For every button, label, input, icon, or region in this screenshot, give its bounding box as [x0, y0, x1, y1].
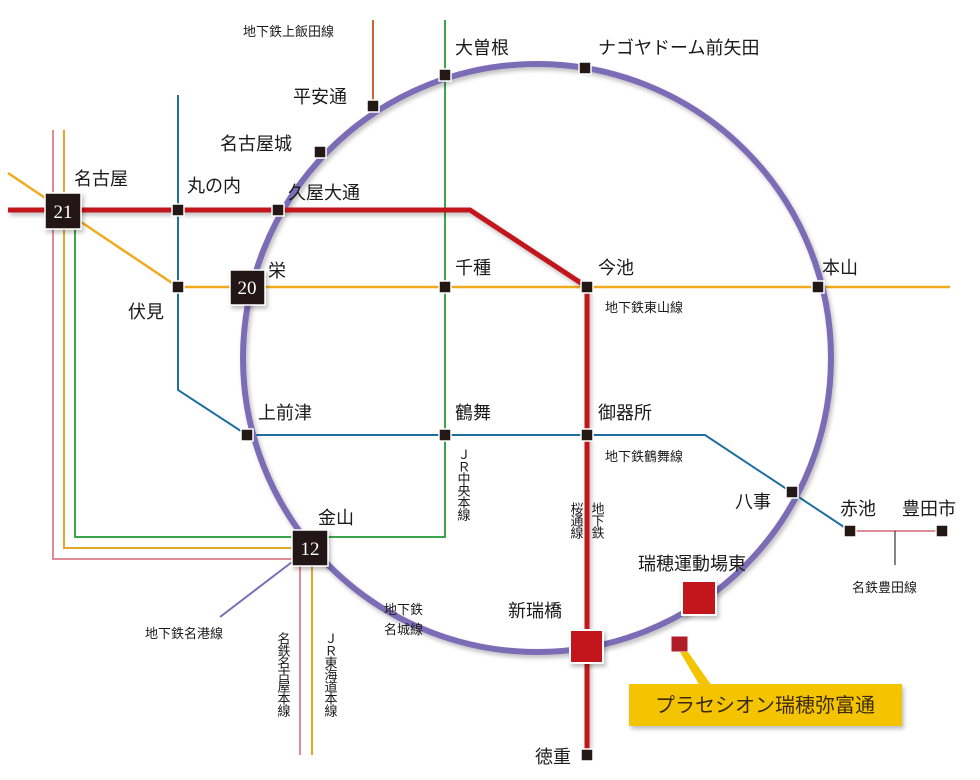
meijo-line — [240, 61, 834, 655]
station-ozone[interactable] — [438, 68, 452, 82]
label-marunouchi: 丸の内 — [187, 176, 241, 197]
label-tsurumai: 鶴舞 — [455, 403, 491, 424]
label-meijo-b: 名城線 — [384, 622, 423, 638]
label-yagoto: 八事 — [735, 492, 771, 513]
label-jr-chuo-line: ＪＲ中央本線 — [455, 448, 471, 521]
label-nagoya-dome: ナゴヤドーム前矢田 — [598, 38, 759, 59]
label-meitetsu-nagoya-line: 名鉄名古屋本線 — [275, 631, 291, 717]
station-imaike[interactable] — [580, 280, 594, 294]
property-callout[interactable]: プラセシオン瑞穂弥富通 — [629, 652, 902, 726]
label-meitetsu-toyota-line: 名鉄豊田線 — [852, 580, 917, 596]
label-meijo-a: 地下鉄 — [384, 603, 423, 618]
jr-chuo-line — [74, 20, 446, 538]
station-kamimaezu[interactable] — [240, 428, 254, 442]
station-aratamabashi[interactable] — [569, 629, 604, 664]
sakuradori-line — [8, 207, 590, 755]
kanayama-number: 12 — [301, 539, 320, 560]
meiko-line — [219, 561, 293, 618]
sakae-number: 20 — [238, 278, 257, 299]
station-labels: 大曽根 ナゴヤドーム前矢田 平安通 名古屋城 名古屋 丸の内 久屋大通 伏見 栄… — [74, 38, 956, 768]
rail-lines — [7, 20, 950, 755]
label-mizuho-undojo-higashi: 瑞穂運動場東 — [638, 554, 746, 575]
line-labels: 地下鉄上飯田線 地下鉄東山線 地下鉄鶴舞線 ＪＲ中央本線 地下鉄 桜通線 地下鉄… — [145, 24, 917, 717]
property-marker[interactable] — [670, 635, 689, 653]
label-chikusa: 千種 — [455, 258, 491, 279]
jr-tokaido-line — [63, 130, 313, 755]
label-sakuradori-b: 桜通線 — [568, 502, 584, 539]
station-fushimi[interactable] — [171, 280, 185, 294]
label-hisaya-odori: 久屋大通 — [288, 183, 360, 204]
station-nagoya-jo[interactable] — [313, 145, 327, 159]
label-sakae: 栄 — [268, 261, 286, 282]
label-heian-dori: 平安通 — [293, 87, 347, 108]
label-higashiyama-line: 地下鉄東山線 — [605, 300, 683, 316]
label-meiko-line: 地下鉄名港線 — [145, 626, 223, 642]
meitetsu-nagoya-line — [52, 130, 301, 755]
label-jr-tokaido-line: ＪＲ東海道本線 — [322, 632, 338, 717]
callout-box — [629, 684, 902, 726]
nagoya-number: 21 — [54, 202, 73, 223]
station-yagoto[interactable] — [785, 485, 799, 499]
station-mizuho-undojo-higashi[interactable] — [681, 580, 717, 616]
stations: 21 20 12 — [44, 61, 949, 762]
station-chikusa[interactable] — [438, 280, 452, 294]
station-akaike[interactable] — [843, 524, 857, 538]
label-kanayama: 金山 — [318, 508, 354, 529]
tsurumai-line — [177, 95, 851, 532]
station-gokiso[interactable] — [580, 428, 594, 442]
label-ozone: 大曽根 — [455, 38, 509, 59]
station-tsurumai[interactable] — [438, 428, 452, 442]
station-hisaya-odori[interactable] — [271, 203, 285, 217]
label-tokushige: 徳重 — [535, 747, 571, 768]
station-nagoya-dome[interactable] — [578, 61, 592, 75]
label-aratamabashi: 新瑞橋 — [508, 601, 562, 622]
label-nagoya-jo: 名古屋城 — [220, 134, 292, 155]
label-kamiiida-line: 地下鉄上飯田線 — [243, 24, 334, 40]
label-sakuradori-a: 地下鉄 — [589, 502, 605, 539]
property-name: プラセシオン瑞穂弥富通 — [655, 693, 875, 717]
label-akaike: 赤池 — [840, 499, 876, 520]
station-toyotashi[interactable] — [935, 524, 949, 538]
label-kamimaezu: 上前津 — [258, 403, 312, 424]
station-marunouchi[interactable] — [171, 203, 185, 217]
label-gokiso: 御器所 — [598, 403, 652, 424]
station-tokushige[interactable] — [580, 748, 594, 762]
label-nagoya: 名古屋 — [74, 169, 128, 190]
station-heian-dori[interactable] — [366, 99, 380, 113]
label-imaike: 今池 — [598, 258, 634, 279]
station-kanayama-hub[interactable]: 12 — [291, 529, 329, 567]
label-motoyama: 本山 — [822, 258, 858, 279]
callout-pointer — [680, 652, 712, 686]
label-tsurumai-line: 地下鉄鶴舞線 — [605, 449, 683, 465]
label-fushimi: 伏見 — [128, 302, 164, 323]
label-toyotashi: 豊田市 — [902, 499, 956, 520]
station-motoyama[interactable] — [811, 280, 825, 294]
station-sakae-hub[interactable]: 20 — [229, 269, 266, 306]
station-nagoya-hub[interactable]: 21 — [44, 192, 82, 230]
